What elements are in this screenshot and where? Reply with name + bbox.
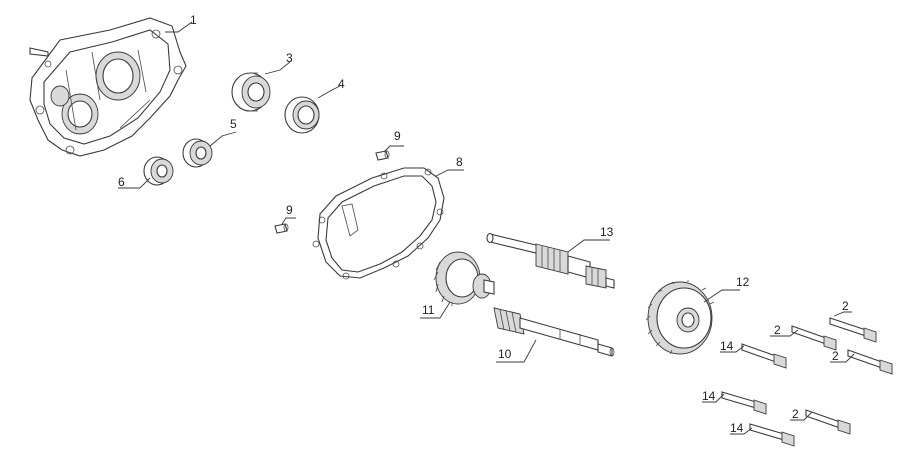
callout-14c: 14 [730,421,744,435]
part-9-dowel-pin-lower [274,223,289,234]
callout-leaders [118,21,855,435]
callout-5: 5 [230,117,237,131]
callout-8: 8 [456,155,463,169]
callout-labels: 1 2 2 2 2 3 4 5 6 8 9 9 10 11 12 13 14 1… [118,13,849,435]
callout-14b: 14 [702,389,716,403]
part-2-bolt-d [805,409,851,435]
callout-9b: 9 [286,203,293,217]
part-3-bearing [231,72,271,112]
part-2-bolt-c [847,349,893,375]
callout-12: 12 [736,275,750,289]
part-14-bolt-c [749,423,795,447]
callout-1: 1 [190,13,197,27]
callout-14a: 14 [720,339,734,353]
part-4-seal-ring [284,96,320,134]
callout-13: 13 [600,225,614,239]
callout-4: 4 [338,77,345,91]
callout-10: 10 [498,347,512,361]
part-9-dowel-pin-upper [375,150,390,161]
part-14-bolt-a [741,343,787,369]
part-2-bolt-b [791,325,837,351]
part-6-bearing [143,156,174,186]
callout-9a: 9 [394,129,401,143]
part-10-intermediate-shaft [493,307,615,357]
part-1-gearbox-housing [29,17,187,157]
part-2-bolt-a [829,317,877,343]
part-14-bolt-b [721,391,767,415]
part-11-gear [433,251,495,306]
callout-2b: 2 [774,323,781,337]
callout-2d: 2 [792,407,799,421]
callout-11: 11 [422,303,435,317]
part-8-gasket [312,167,445,280]
callout-2a: 2 [842,299,849,313]
part-13-output-shaft [486,232,615,289]
callout-3: 3 [286,51,293,65]
part-12-large-gear [645,280,715,355]
callout-2c: 2 [832,349,839,363]
callout-6: 6 [118,175,125,189]
part-5-bearing [182,138,213,168]
